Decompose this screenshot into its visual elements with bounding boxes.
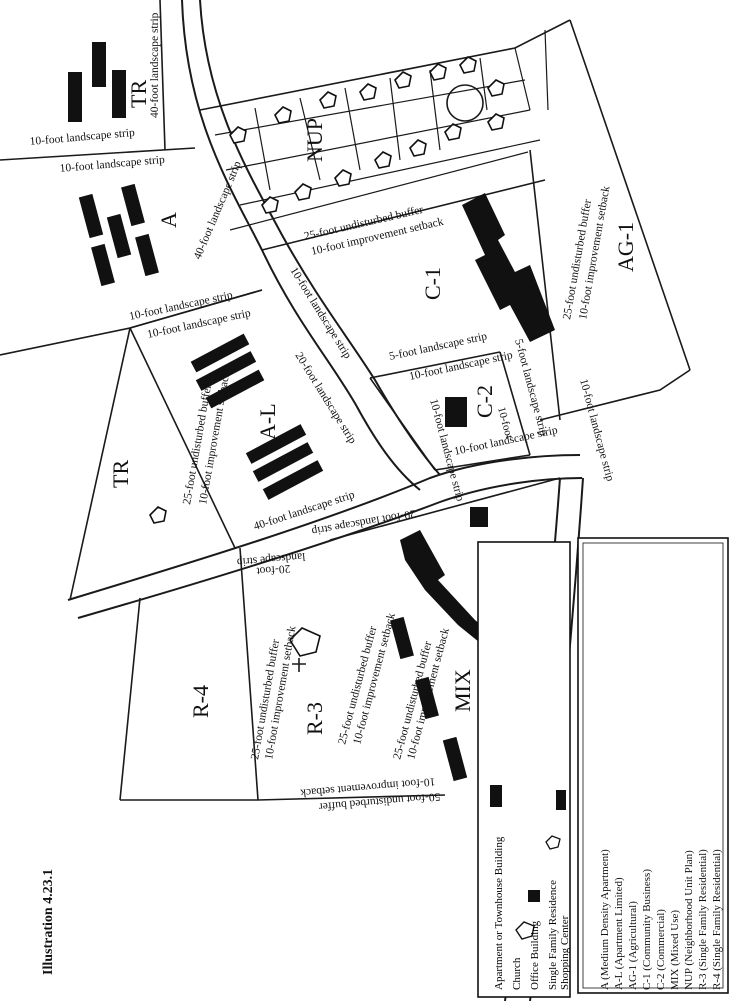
house-icon xyxy=(274,106,292,124)
label-strip: landscape strip xyxy=(236,550,306,568)
map-title: Illustration 4.23.1 xyxy=(41,869,56,975)
house-icon xyxy=(487,113,505,131)
office-building xyxy=(470,507,488,527)
label-strip: 40-foot landscape strip xyxy=(192,159,244,261)
label-strip: 5-foot landscape strip xyxy=(512,338,549,438)
legend-code: NUP (Neighborhood Unit Plan) xyxy=(683,850,695,990)
zone-label-c1: C-1 xyxy=(420,267,445,300)
diagonal-road-north-edge xyxy=(67,454,581,601)
house-icon xyxy=(429,63,447,81)
legend-box xyxy=(577,537,729,994)
zone-label-al: A-L xyxy=(255,403,280,440)
apartment-building xyxy=(92,42,106,87)
zone-label-tr-top: TR xyxy=(126,80,151,108)
apartment-building xyxy=(205,369,265,409)
label-strip: 40-foot landscape strip xyxy=(149,12,161,118)
house-icon xyxy=(487,79,505,97)
house-icon xyxy=(319,91,337,109)
legend-code: R-3 (Single Family Residential) xyxy=(697,849,709,990)
shopping-center xyxy=(462,193,555,342)
apartment-building xyxy=(106,213,132,259)
apartment-building xyxy=(121,183,145,227)
zone-label-tr-left: TR xyxy=(108,460,133,488)
house-icon xyxy=(394,71,412,89)
legend-code: R-4 (Single Family Residential) xyxy=(711,849,723,990)
zone-label-nup: NUP xyxy=(302,118,327,162)
label-strip: 20-foot xyxy=(255,562,291,577)
legend-code: A-L (Apartment Limited) xyxy=(613,877,625,990)
house-icon xyxy=(334,169,352,187)
label-strip: 10-foot landscape strip xyxy=(506,614,536,720)
apartment-building xyxy=(252,442,314,482)
apartment-building xyxy=(390,616,414,660)
apartment-building xyxy=(442,736,468,782)
house-icon xyxy=(229,126,247,144)
house-icon xyxy=(149,506,167,524)
house-icon xyxy=(459,56,477,74)
house-icon xyxy=(409,139,427,157)
apartment-building xyxy=(135,233,159,277)
legend-code: MIX (Mixed Use) xyxy=(669,910,681,990)
house-icon xyxy=(359,83,377,101)
apartment-building xyxy=(91,243,115,287)
parcel-lines xyxy=(0,0,691,801)
apartment-building xyxy=(415,676,439,720)
house-icon xyxy=(261,196,279,214)
main-road-west-edge xyxy=(181,0,421,491)
office-building xyxy=(445,397,467,427)
church-icon xyxy=(288,627,321,657)
apartment-building xyxy=(262,460,324,500)
office-building xyxy=(505,545,523,565)
apartment-building xyxy=(68,72,82,122)
label-strip: 10-foot landscape strip xyxy=(59,154,165,175)
shopping-center xyxy=(400,530,505,655)
legend-code: C-1 (Community Business) xyxy=(641,869,653,990)
apartment-building xyxy=(112,70,126,118)
legend-code: AG-1 (Agricultural) xyxy=(627,901,639,990)
house-icon xyxy=(444,123,462,141)
apartment-building xyxy=(190,333,250,373)
apartment-building xyxy=(78,193,104,239)
zone-label-c2: C-2 xyxy=(472,385,497,418)
legend-code: C-2 (Commercial) xyxy=(655,909,667,990)
zone-label-r3: R-3 xyxy=(302,702,327,735)
cul-de-sac xyxy=(446,84,484,122)
zone-label-r4: R-4 xyxy=(188,685,213,718)
label-strip: 10-foot landscape strip xyxy=(577,378,616,483)
zone-label-ag1: AG-1 xyxy=(613,222,638,272)
zone-label-a: A xyxy=(156,212,181,228)
label-strip: 20-foot landscape strip xyxy=(310,507,416,537)
cross-icon xyxy=(292,658,306,672)
south-road-east-edge xyxy=(529,477,584,1001)
house-icon xyxy=(294,183,312,201)
apartment-building xyxy=(195,351,257,391)
legend-code: A (Medium Density Apartment) xyxy=(599,849,611,990)
single-family-residences xyxy=(149,56,505,524)
church xyxy=(288,627,321,672)
zone-labels: TR A NUP C-1 AG-1 A-L TR C-2 R-4 R-3 MIX xyxy=(108,80,638,735)
apartment-building xyxy=(245,424,307,464)
legend: A (Medium Density Apartment) A-L (Apartm… xyxy=(577,537,729,994)
label-strip: 10-foot landscape strip xyxy=(29,127,135,148)
diagonal-road-south-edge xyxy=(77,477,583,619)
zone-label-mix: MIX xyxy=(450,669,475,712)
house-icon xyxy=(374,151,392,169)
